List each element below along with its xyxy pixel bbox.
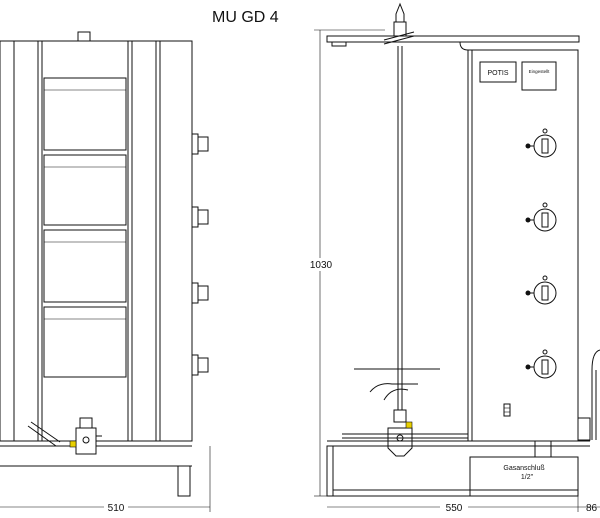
gas-size-label: 1/2" — [521, 474, 534, 481]
knob-3 — [525, 275, 557, 305]
top-cap — [77, 31, 91, 42]
front-view: 510 — [0, 31, 211, 514]
top-bar — [326, 35, 580, 43]
front-knobs — [191, 133, 209, 376]
front-width-label: 510 — [108, 503, 125, 514]
brand-plate: POTIS Eingestellt — [479, 61, 557, 91]
front-cabinet — [0, 40, 193, 442]
height-label: 1030 — [310, 260, 333, 271]
knob-4 — [525, 349, 557, 379]
drawing-title: MU GD 4 — [212, 9, 279, 26]
spit — [354, 2, 440, 457]
side-view: 1030 POTIS Eingestellt — [305, 2, 600, 514]
knob-1 — [525, 128, 557, 158]
ignition-switch — [503, 403, 511, 417]
side-cabinet — [459, 41, 579, 442]
adjusted-badge: Eingestellt — [529, 69, 551, 74]
knob-2 — [525, 202, 557, 232]
gas-connection-label: Gasanschluß — [503, 465, 544, 472]
brand-name: POTIS — [487, 70, 508, 77]
extra-dim-label: 86 — [586, 503, 598, 514]
side-depth-label: 550 — [446, 503, 463, 514]
control-knobs — [525, 128, 557, 379]
gas-valve — [69, 417, 102, 455]
burner-panels — [43, 77, 127, 378]
